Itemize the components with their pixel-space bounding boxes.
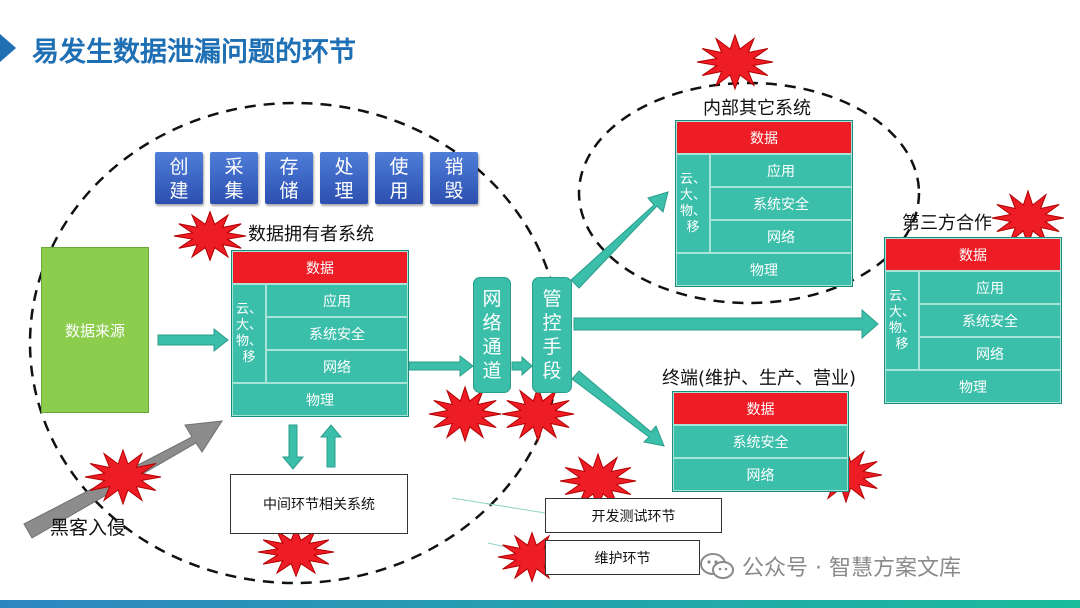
arrow-channel-to-control xyxy=(511,355,533,377)
internal-physical: 物理 xyxy=(676,253,852,286)
internal-side-label: 云、大、物、移 xyxy=(676,154,710,253)
owner-system-label: 数据拥有者系统 xyxy=(248,224,374,245)
third-party-system: 数据 云、大、物、移 应用 系统安全 网络 物理 xyxy=(884,237,1062,404)
title-marker xyxy=(0,34,16,62)
internal-system: 数据 云、大、物、移 应用 系统安全 网络 物理 xyxy=(675,120,853,287)
risk-starburst-8 xyxy=(257,526,335,578)
lifecycle-process: 处理 xyxy=(320,152,368,204)
lifecycle-store: 存储 xyxy=(265,152,313,204)
internal-network: 网络 xyxy=(710,220,852,253)
data-source-label: 数据来源 xyxy=(64,321,125,340)
lifecycle-use: 使用 xyxy=(375,152,423,204)
owner-side-label: 云、大、物、移 xyxy=(232,284,266,383)
internal-security: 系统安全 xyxy=(710,187,852,220)
arrow-control-to-terminal xyxy=(571,370,665,447)
owner-network: 网络 xyxy=(266,350,408,383)
lifecycle-collect: 采集 xyxy=(210,152,258,204)
risk-starburst-0 xyxy=(696,33,774,91)
terminal-label: 终端(维护、生产、营业) xyxy=(662,368,857,389)
middle-system-box: 中间环节相关系统 xyxy=(230,474,408,534)
third-party-app: 应用 xyxy=(919,271,1061,304)
owner-data: 数据 xyxy=(232,251,408,284)
owner-physical: 物理 xyxy=(232,383,408,416)
page-title: 易发生数据泄漏问题的环节 xyxy=(32,37,356,68)
arrow-control-to-thirdparty xyxy=(573,308,879,340)
third-party-data: 数据 xyxy=(885,238,1061,271)
internal-data: 数据 xyxy=(676,121,852,154)
terminal-network: 网络 xyxy=(673,458,848,491)
third-party-network: 网络 xyxy=(919,337,1061,370)
network-channel-box: 网络通道 xyxy=(473,277,511,393)
third-party-physical: 物理 xyxy=(885,370,1061,403)
risk-starburst-9 xyxy=(497,531,567,583)
lifecycle-destroy: 销毁 xyxy=(430,152,478,204)
owner-system: 数据 云、大、物、移 应用 系统安全 网络 物理 xyxy=(231,250,409,417)
internal-app: 应用 xyxy=(710,154,852,187)
risk-starburst-3 xyxy=(428,385,502,443)
flow-arrows xyxy=(157,191,879,470)
internal-system-label: 内部其它系统 xyxy=(703,98,811,119)
wechat-icon xyxy=(700,553,734,579)
lifecycle-create: 创建 xyxy=(155,152,203,204)
data-source-box: 数据来源 xyxy=(41,247,149,413)
risk-starburst-4 xyxy=(501,385,575,443)
maintenance-box: 维护环节 xyxy=(545,540,700,575)
arrow-middle-up xyxy=(319,424,343,468)
watermark-text: 公众号 · 智慧方案文库 xyxy=(742,556,961,581)
third-party-security: 系统安全 xyxy=(919,304,1061,337)
third-party-label: 第三方合作 xyxy=(902,213,992,234)
hacker-label: 黑客入侵 xyxy=(50,517,127,539)
terminal-security: 系统安全 xyxy=(673,425,848,458)
risk-starburst-5 xyxy=(84,448,162,506)
internal-scope-ellipse xyxy=(577,81,921,305)
control-means-box: 管控手段 xyxy=(532,277,572,393)
owner-security: 系统安全 xyxy=(266,317,408,350)
arrow-owner-to-channel xyxy=(408,354,474,378)
arrow-source-to-owner xyxy=(157,327,229,353)
risk-starburst-1 xyxy=(173,210,247,262)
owner-app: 应用 xyxy=(266,284,408,317)
dev-test-box: 开发测试环节 xyxy=(545,498,722,533)
dev-test-link xyxy=(451,497,546,514)
terminal-data: 数据 xyxy=(673,392,848,425)
arrow-owner-down xyxy=(281,424,305,470)
third-party-side-label: 云、大、物、移 xyxy=(885,271,919,370)
bottom-bar xyxy=(0,600,1080,608)
arrow-control-to-internal xyxy=(570,191,669,289)
terminal-system: 数据 系统安全 网络 xyxy=(672,391,849,492)
watermark: 公众号 · 智慧方案文库 xyxy=(700,550,961,582)
